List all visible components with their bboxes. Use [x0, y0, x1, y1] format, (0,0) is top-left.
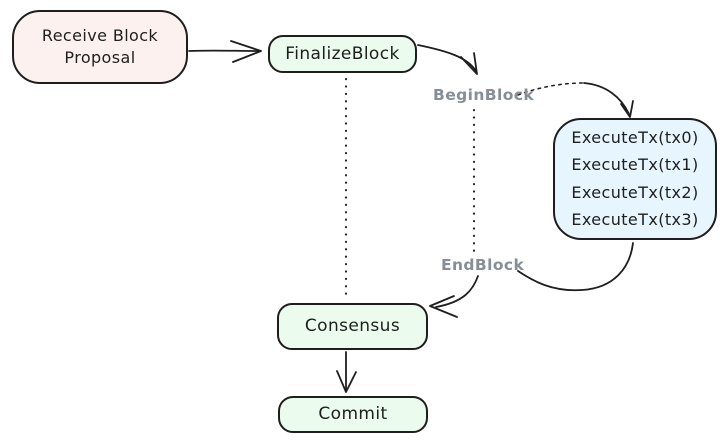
execute-tx-line: ExecuteTx(tx1) [571, 155, 699, 175]
node-finalize-block: FinalizeBlock [268, 35, 417, 73]
node-receive-block-proposal: Receive Block Proposal [12, 10, 188, 84]
execute-tx-line: ExecuteTx(tx3) [571, 209, 699, 229]
arrow-finalize-to-beginblock [417, 44, 478, 75]
execute-tx-line: ExecuteTx(tx2) [571, 182, 699, 202]
arrow-receive-to-finalize [188, 40, 262, 63]
node-execute-tx: ExecuteTx(tx0) ExecuteTx(tx1) ExecuteTx(… [553, 118, 717, 240]
arrow-endblock-to-consensus [429, 275, 479, 318]
node-consensus: Consensus [277, 303, 428, 350]
edge-label-end-block: EndBlock [441, 256, 525, 274]
execute-tx-line: ExecuteTx(tx0) [571, 127, 699, 147]
arrow-consensus-to-commit [336, 351, 357, 393]
edge-label-begin-block: BeginBlock [433, 86, 535, 104]
curve-execute-to-endblock [517, 242, 634, 292]
arrow-beginblock-to-execute [517, 82, 634, 118]
node-commit: Commit [278, 396, 428, 433]
